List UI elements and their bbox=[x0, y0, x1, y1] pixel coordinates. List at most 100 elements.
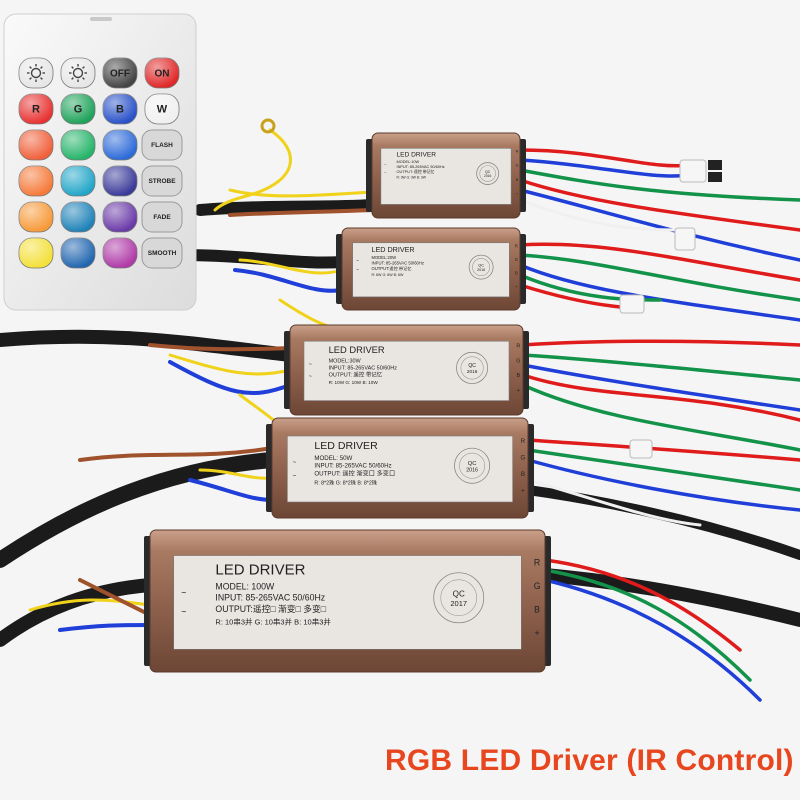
remote-button-c3[interactable] bbox=[102, 129, 138, 161]
remote-button-label: STROBE bbox=[148, 178, 176, 185]
remote-button-c2[interactable] bbox=[60, 129, 96, 161]
remote-button-shine bbox=[103, 94, 137, 124]
remote-button-shine bbox=[19, 94, 53, 124]
remote-button-c4[interactable] bbox=[18, 165, 54, 197]
remote-button-shine bbox=[103, 238, 137, 268]
remote-button-shine bbox=[61, 202, 95, 232]
driver-pin-label: + bbox=[517, 388, 520, 394]
driver-model: MODEL:30W bbox=[329, 358, 362, 364]
driver-pin-label: G bbox=[516, 358, 520, 364]
remote-button-c6[interactable] bbox=[102, 165, 138, 197]
qc-seal-year: 2016 bbox=[466, 467, 478, 473]
driver-model: MODEL:10W bbox=[397, 160, 420, 164]
driver-ac-mark: ~ bbox=[309, 362, 312, 368]
remote-button-flash[interactable]: FLASH bbox=[141, 129, 183, 161]
remote-button-label: G bbox=[74, 104, 83, 116]
driver-channels: R: 10串3并 G: 10串3并 B: 10串3并 bbox=[215, 616, 331, 626]
remote-button-g[interactable]: G bbox=[60, 93, 96, 125]
driver-pin-label: G bbox=[520, 455, 525, 462]
remote-button-c8[interactable] bbox=[60, 201, 96, 233]
driver-ac-mark: ~ bbox=[356, 267, 359, 272]
remote-button-off[interactable]: OFF bbox=[102, 57, 138, 89]
remote-button-face bbox=[141, 165, 183, 197]
remote-button-label: FADE bbox=[153, 214, 171, 221]
driver-label-plate bbox=[352, 242, 510, 298]
qc-seal-text: QC bbox=[453, 589, 465, 598]
remote-button-smooth[interactable]: SMOOTH bbox=[141, 237, 183, 269]
driver-pin-label: + bbox=[515, 284, 518, 289]
remote-button-shine bbox=[61, 130, 95, 160]
driver-model: MODEL:20W bbox=[371, 255, 396, 260]
remote-button-b[interactable]: B bbox=[102, 93, 138, 125]
remote-button-shine bbox=[61, 58, 95, 88]
driver-pin-label: G bbox=[534, 581, 541, 591]
driver-pin-label: R bbox=[516, 150, 519, 154]
driver-label-plate bbox=[173, 555, 522, 650]
remote-button-c9[interactable] bbox=[102, 201, 138, 233]
driver-output: OUTPUT: 遥控 带记忆 bbox=[397, 169, 435, 174]
remote-button-label: W bbox=[157, 104, 168, 116]
qc-seal-text: QC bbox=[478, 263, 484, 268]
rgb-output-wires bbox=[518, 148, 800, 702]
remote-button-strobe[interactable]: STROBE bbox=[141, 165, 183, 197]
driver-input: INPUT: 85-265VAC 50/60Hz bbox=[314, 463, 391, 470]
caption-title: RGB LED Driver (IR Control) bbox=[385, 744, 794, 777]
driver-channels: R: 6W G: 6W B: 6W bbox=[371, 273, 404, 277]
driver-channels: R: 10W G: 10W B: 10W bbox=[329, 380, 379, 385]
remote-button-shine bbox=[103, 166, 137, 196]
driver-pin-label: G bbox=[516, 164, 519, 168]
driver-ac-mark: ~ bbox=[356, 258, 359, 263]
remote-button-label: FLASH bbox=[151, 142, 173, 149]
driver-ac-mark: ~ bbox=[181, 606, 186, 616]
remote-body bbox=[3, 13, 197, 311]
driver-output: OUTPUT:遥控□ 渐变□ 多变□ bbox=[215, 603, 326, 614]
remote-button-c12[interactable] bbox=[102, 237, 138, 269]
remote-button-fade[interactable]: FADE bbox=[141, 201, 183, 233]
remote-button-r[interactable]: R bbox=[18, 93, 54, 125]
driver-model: MODEL: 50W bbox=[314, 455, 352, 462]
remote-button-shine bbox=[19, 166, 53, 196]
driver-input: INPUT: 85-265VAC 50/60Hz bbox=[215, 593, 325, 603]
remote-button-label: B bbox=[116, 104, 124, 116]
driver-title: LED DRIVER bbox=[215, 561, 305, 578]
remote-button-c1[interactable] bbox=[18, 129, 54, 161]
qc-seal-year: 2016 bbox=[467, 369, 478, 374]
remote-button-bright-up[interactable] bbox=[18, 57, 54, 89]
remote-button-w[interactable]: W bbox=[144, 93, 180, 125]
driver-pin-label: B bbox=[516, 178, 519, 182]
qc-seal-text: QC bbox=[468, 363, 476, 369]
driver-pin-label: + bbox=[521, 488, 525, 495]
driver-channels: R: 8*2珠 G: 8*2珠 B: 8*2珠 bbox=[314, 478, 377, 486]
remote-button-c5[interactable] bbox=[60, 165, 96, 197]
driver-pin-label: B bbox=[534, 604, 540, 614]
remote-button-shine bbox=[19, 238, 53, 268]
sun-minus-icon bbox=[69, 64, 87, 82]
qc-seal-text: QC bbox=[485, 170, 491, 174]
remote-button-bright-down[interactable] bbox=[60, 57, 96, 89]
remote-button-shine bbox=[19, 130, 53, 160]
remote-button-on[interactable]: ON bbox=[144, 57, 180, 89]
driver-title: LED DRIVER bbox=[329, 345, 385, 355]
driver-ac-mark: ~ bbox=[293, 472, 297, 479]
driver-pin-label: + bbox=[516, 192, 519, 196]
remote-button-c11[interactable] bbox=[60, 237, 96, 269]
driver-pin-label: R bbox=[516, 343, 520, 349]
remote-button-c7[interactable] bbox=[18, 201, 54, 233]
driver-pin-label: R bbox=[534, 558, 540, 568]
remote-button-shine bbox=[61, 94, 95, 124]
wire-connectors bbox=[619, 159, 722, 459]
remote-button-c10[interactable] bbox=[18, 237, 54, 269]
remote-button-face bbox=[141, 129, 183, 161]
driver-label-plate bbox=[303, 340, 510, 401]
driver-input: INPUT: 85-265VAC 50/60Hz bbox=[397, 165, 445, 169]
driver-pin-label: B bbox=[521, 471, 525, 478]
